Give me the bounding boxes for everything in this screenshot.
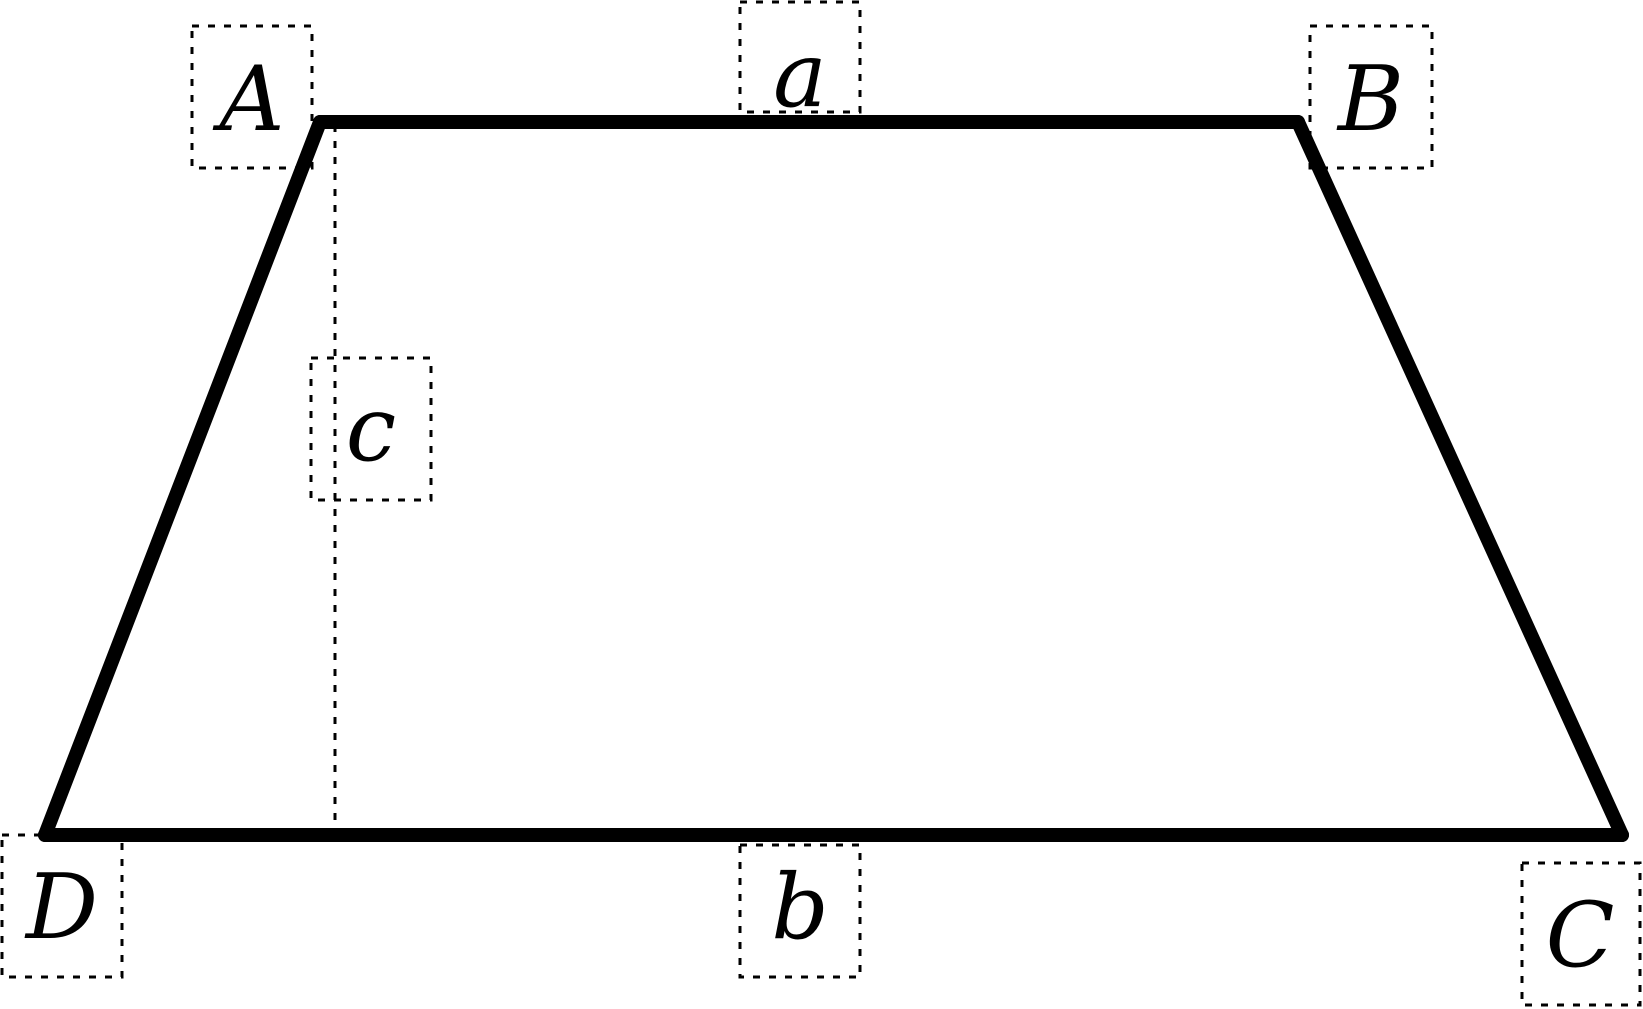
label-box-B [1308,24,1434,170]
side-label-a: a [773,23,827,128]
label-box-c [309,356,433,502]
edge-left-AD [38,115,327,842]
label-box-b [738,843,862,979]
vertex-label-C: C [1546,883,1615,988]
label-box-D [0,833,124,979]
vertex-label-D: D [24,855,98,960]
side-label-c: c [346,377,396,482]
label-box-a [738,0,862,114]
vertex-label-A: A [213,47,285,152]
side-label-b: b [771,855,829,960]
edge-right-BC [1291,115,1629,842]
vertex-label-B: B [1336,47,1404,152]
label-box-C [1520,861,1642,1007]
label-box-A [190,24,314,170]
